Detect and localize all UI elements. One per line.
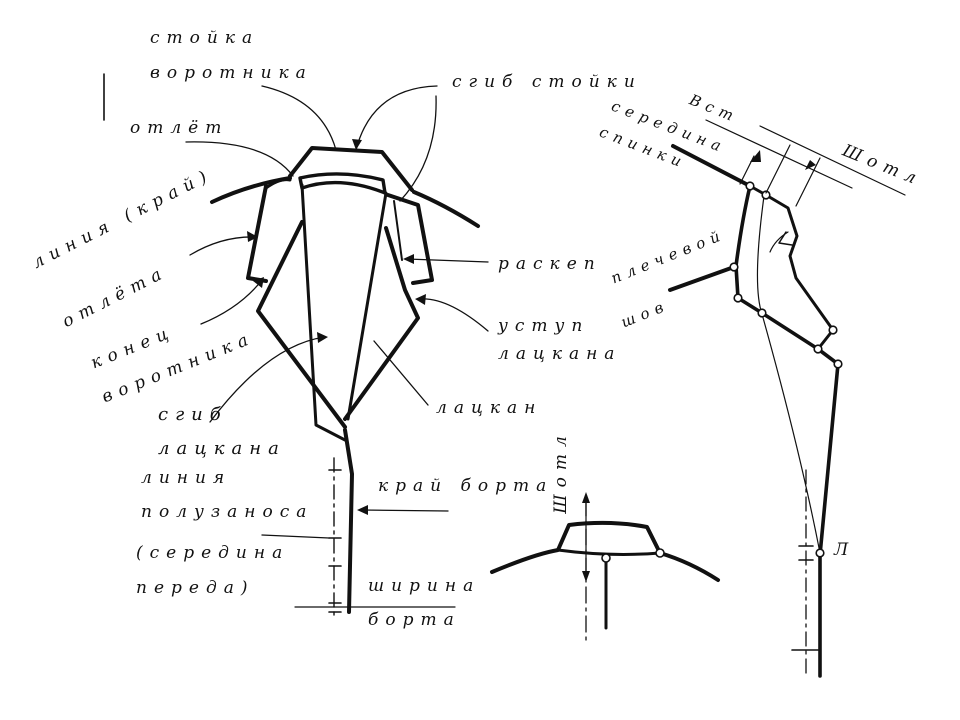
armhole-curve [764,193,835,351]
front-edge-line [343,428,354,614]
label-front-center-1: (середина [136,543,290,563]
label-half-overlap-1: линия [141,468,232,488]
point-marker [757,308,767,318]
lapel-fold-line [300,183,347,442]
right-shoulder-line [412,190,480,228]
right-inner-edge [346,191,388,421]
label-front-width-2: борта [368,610,461,630]
dimension-line [759,125,906,196]
center-back-line [671,144,752,188]
point-marker [655,548,665,558]
label-lapel: лацкан [436,398,543,418]
label-stand-collar-2: воротника [150,63,313,83]
collar-detail [490,492,720,641]
label-stand-collar-1: стойка [150,28,260,48]
label-otlyot: отлёт [130,118,229,138]
shoulder-seam-line [668,265,736,292]
label-lapel-step-1: уступ [498,316,590,336]
back-pattern [668,119,906,678]
left-collar-top [264,178,292,190]
small-collar-outline [490,520,720,582]
right-collar-fall [386,193,434,285]
right-lapel [343,226,420,421]
point-marker [761,190,771,200]
construction-line [761,313,821,554]
point-marker-l [815,548,825,558]
small-collar-neckline [556,548,662,556]
label-lapel-fold-1: сгиб [158,404,228,425]
right-collar-inner [393,200,403,261]
point-marker [601,553,611,563]
point-marker [745,181,755,191]
label-point-l: Л [834,540,849,560]
left-lapel [256,220,347,429]
construction-line [756,195,765,315]
back-outline [734,184,840,678]
point-marker [733,293,743,303]
point-marker [828,325,838,335]
collar-stand [288,146,414,192]
label-front-width-1: ширина [368,576,481,596]
point-marker [833,359,843,369]
main-garment [210,146,480,621]
stand-fold-band [298,172,387,195]
label-half-overlap-2: полузаноса [141,502,314,522]
label-notch: раскеп [498,254,602,274]
label-stand-fold: сгиб стойки [452,72,642,92]
leader-lines [185,85,489,539]
label-front-center-2: переда) [136,578,255,598]
label-lapel-fold-2: лацкана [158,438,286,459]
label-lapel-step-2: лацкана [498,344,622,364]
point-marker [813,344,823,354]
label-shot-small: Шотл [550,429,571,514]
dimension-line [705,119,853,189]
point-marker [729,262,739,272]
label-front-edge: край борта [378,476,554,496]
